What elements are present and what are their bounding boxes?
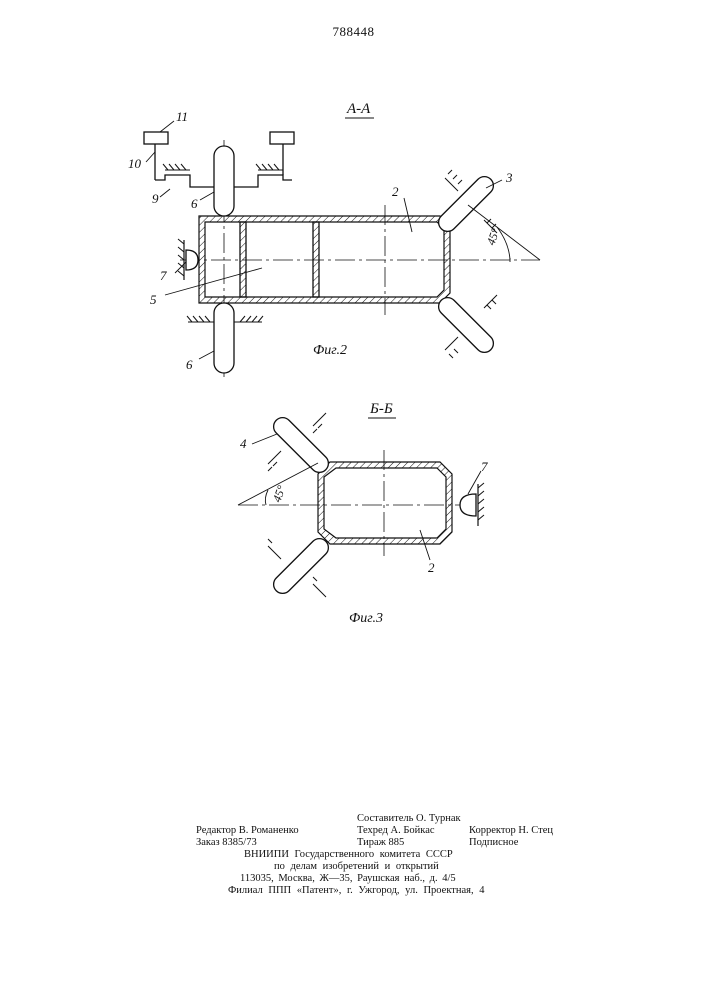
- fig2-label-2: 2: [392, 184, 399, 199]
- imprint-editor: Редактор В. Романенко: [196, 825, 299, 837]
- fig2-section-title: A-A: [346, 101, 371, 117]
- fig2-housing: [199, 216, 450, 303]
- fig3-section-title: Б-Б: [369, 401, 393, 417]
- fig3-label-2: 2: [428, 560, 435, 575]
- imprint-org-line2: по делам изобретений и открытий: [274, 861, 439, 873]
- imprint-branch: Филиал ППП «Патент», г. Ужгород, ул. Про…: [228, 885, 484, 897]
- fig2-label-7: 7: [160, 268, 167, 283]
- fig2-caption: Фиг.2: [313, 343, 347, 358]
- imprint-circulation: Тираж 885: [357, 837, 404, 849]
- figure-2: A-A: [128, 101, 540, 380]
- imprint-address: 113035, Москва, Ж—35, Раушская наб., д. …: [240, 873, 456, 885]
- imprint-org-line1: ВНИИПИ Государственного комитета СССР: [244, 849, 453, 861]
- imprint-techred: Техред А. Бойкас: [357, 825, 435, 837]
- imprint-subscription: Подписное: [469, 837, 518, 849]
- figure-3: Б-Б: [238, 401, 488, 626]
- fig2-label-9: 9: [152, 191, 159, 206]
- imprint-compiler: Составитель О. Турнак: [357, 813, 461, 825]
- fig2-label-3: 3: [505, 170, 513, 185]
- fig2-label-6-top: 6: [191, 196, 198, 211]
- fig2-label-6-bottom: 6: [186, 357, 193, 372]
- fig3-caption: Фиг.3: [349, 611, 383, 626]
- fig2-label-10: 10: [128, 156, 142, 171]
- imprint-corrector: Корректор Н. Стец: [469, 825, 553, 837]
- fig2-label-5: 5: [150, 292, 157, 307]
- imprint-order: Заказ 8385/73: [196, 837, 257, 849]
- fig2-roller-top: [214, 146, 234, 216]
- fig2-actuator-right: [270, 132, 294, 144]
- fig2-roller-bottom: [214, 303, 234, 373]
- fig3-label-7: 7: [481, 459, 488, 474]
- fig2-actuator-left: [144, 132, 168, 144]
- fig3-housing: [318, 462, 452, 544]
- fig3-label-4: 4: [240, 436, 247, 451]
- fig2-label-11: 11: [176, 109, 188, 124]
